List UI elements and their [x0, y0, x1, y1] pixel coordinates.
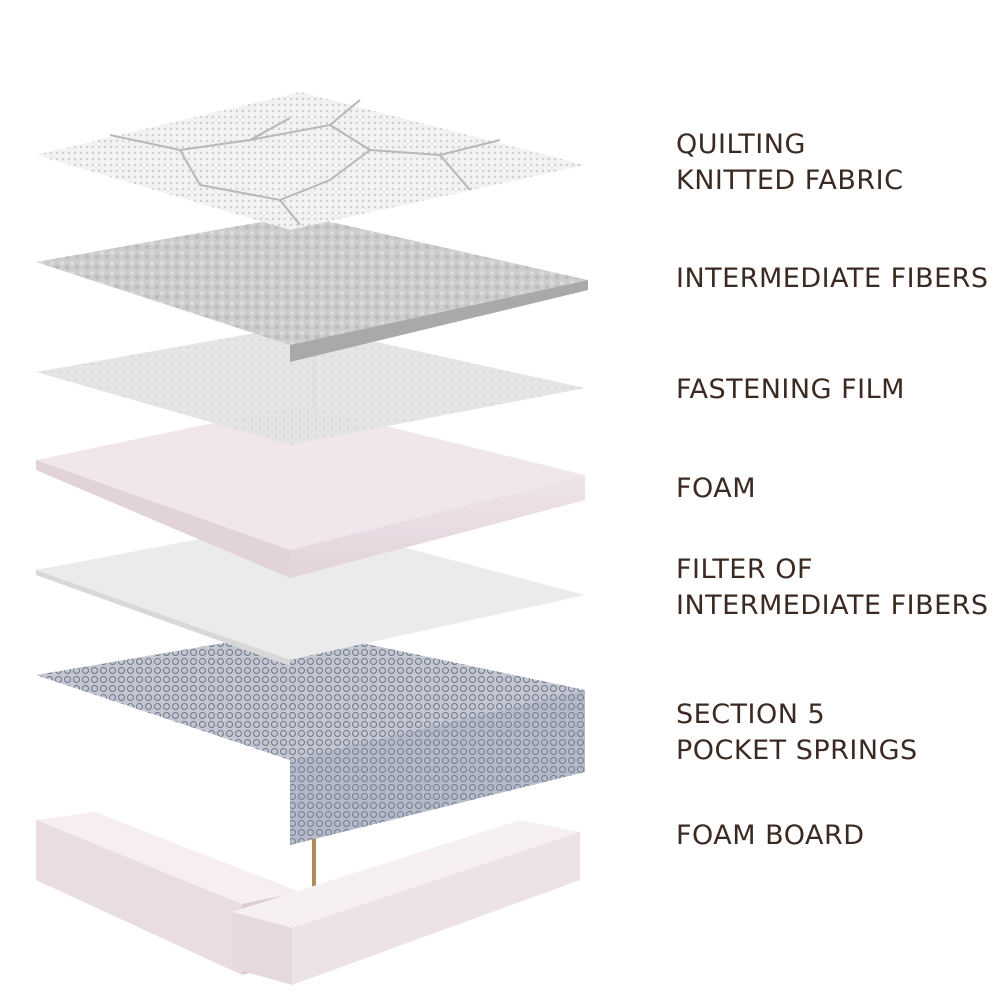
label-foam-line1: FOAM — [676, 473, 757, 504]
label-intermediate-fibers-line1: INTERMEDIATE FIBERS — [676, 263, 989, 294]
layer-foam-board — [36, 812, 580, 985]
label-pocket-springs-line2: POCKET SPRINGS — [676, 735, 918, 766]
layer-quilting-fabric — [36, 92, 585, 230]
layer-filter — [36, 520, 585, 666]
label-intermediate-fibers: INTERMEDIATE FIBERS — [676, 261, 989, 297]
layer-foam — [36, 405, 585, 578]
layer-intermediate-fibers — [36, 215, 588, 362]
label-foam-board: FOAM BOARD — [676, 818, 865, 854]
label-quilting: QUILTING KNITTED FABRIC — [676, 127, 903, 199]
label-filter-line1: FILTER OF — [676, 554, 813, 585]
label-fastening-film: FASTENING FILM — [676, 372, 905, 408]
layer-fastening-film — [36, 325, 585, 445]
label-pocket-springs-line1: SECTION 5 — [676, 699, 826, 730]
layer-pocket-springs — [36, 630, 585, 845]
label-filter: FILTER OF INTERMEDIATE FIBERS — [676, 552, 989, 624]
label-quilting-line2: KNITTED FABRIC — [676, 165, 904, 196]
label-fastening-film-line1: FASTENING FILM — [676, 374, 905, 405]
label-foam-board-line1: FOAM BOARD — [676, 820, 865, 851]
label-quilting-line1: QUILTING — [676, 129, 806, 160]
label-filter-line2: INTERMEDIATE FIBERS — [676, 590, 989, 621]
label-pocket-springs: SECTION 5 POCKET SPRINGS — [676, 697, 918, 769]
label-foam: FOAM — [676, 471, 756, 507]
